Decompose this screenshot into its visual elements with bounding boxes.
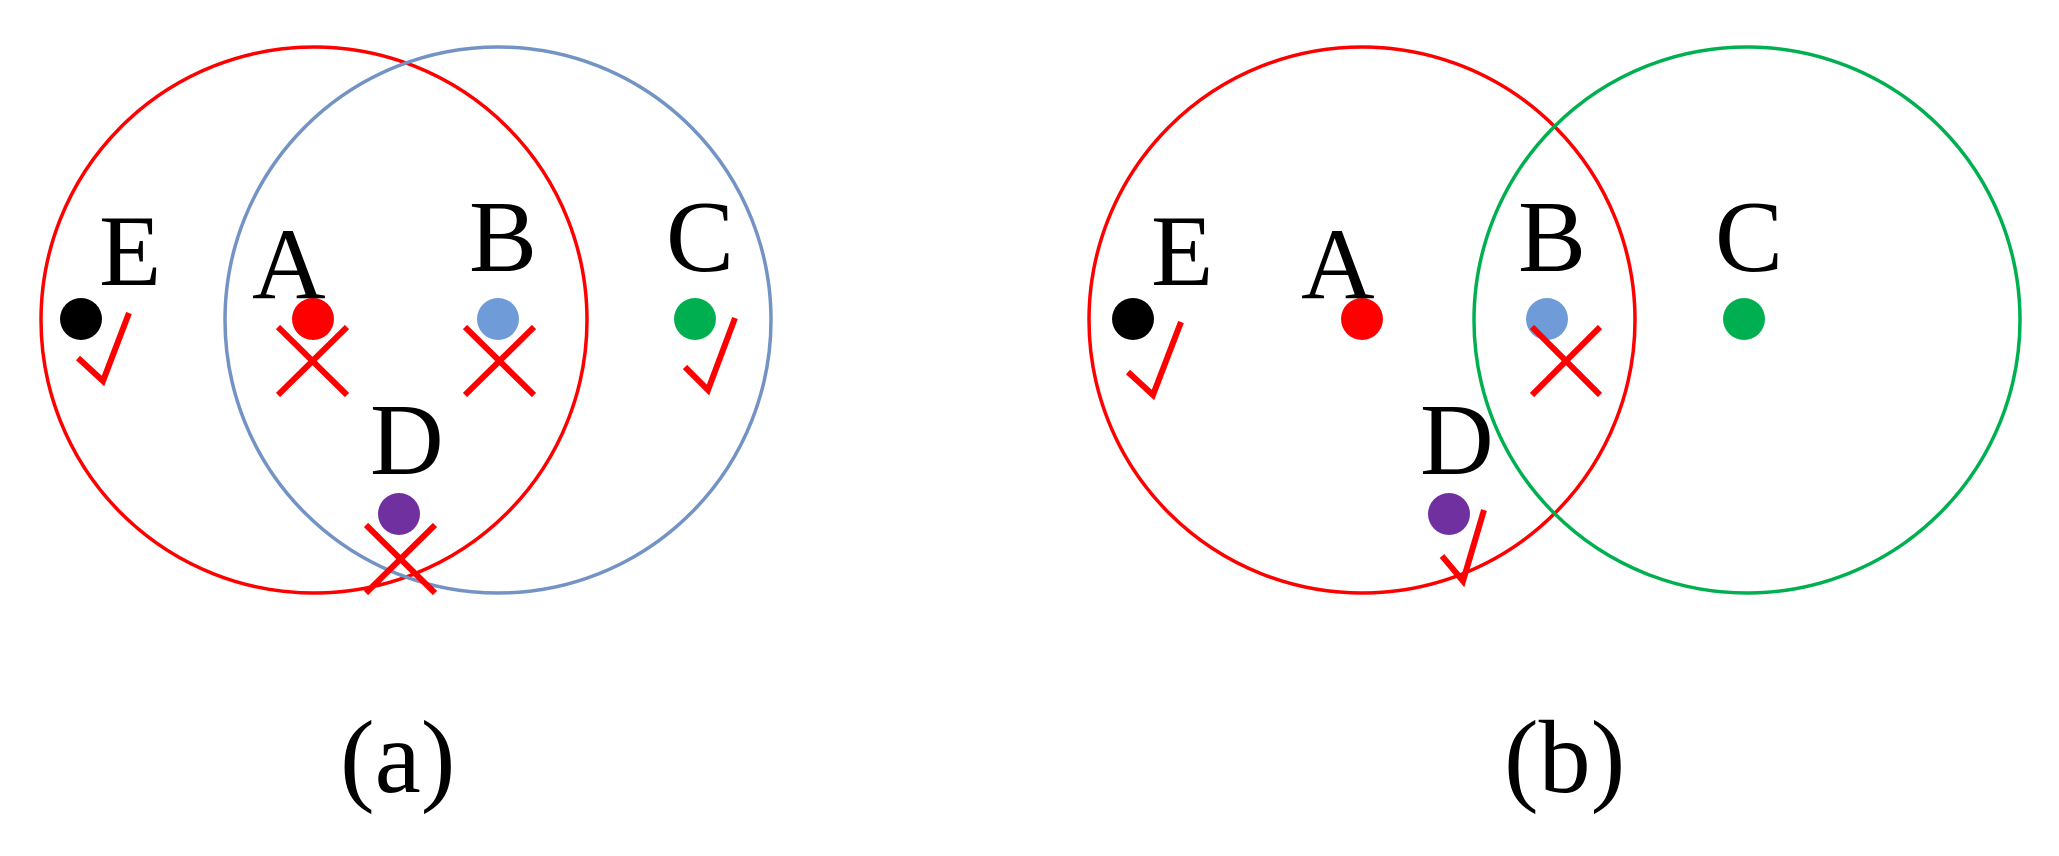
- panel-a-point-d: [378, 493, 420, 535]
- panel-a-cross-b: [462, 324, 537, 398]
- panel-a-check-e: [75, 311, 132, 387]
- panel-b-point-a: [1341, 298, 1383, 340]
- panel-b-label-d: D: [1420, 384, 1494, 497]
- panel-a-point-b: [477, 298, 519, 340]
- panel-a-label-a: A: [252, 208, 326, 321]
- panel-b-label-e: E: [1151, 195, 1213, 308]
- panel-a: E A B C D (a): [39, 45, 773, 815]
- panel-b-cross-b: [1529, 324, 1603, 398]
- panel-b-point-c: [1723, 298, 1765, 340]
- panel-a-circle-a: [39, 45, 589, 595]
- panel-b-point-d: [1428, 493, 1470, 535]
- panel-a-label-c: C: [666, 181, 734, 294]
- panel-b-check-e: [1125, 320, 1184, 401]
- panel-b-label-b: B: [1518, 181, 1586, 294]
- panel-a-cross-a: [275, 324, 350, 398]
- panel-b-circle-c: [1472, 45, 2022, 595]
- panel-a-label-b: B: [469, 181, 537, 294]
- panel-b-point-e: [1112, 298, 1154, 340]
- panel-a-label-e: E: [99, 195, 161, 308]
- panel-b-point-b: [1526, 298, 1568, 340]
- panel-b: E A B C D (b): [1087, 45, 2022, 815]
- panel-b-label-c: C: [1715, 181, 1783, 294]
- panel-a-point-a: [292, 298, 334, 340]
- panel-b-check-d: [1439, 509, 1487, 588]
- panel-b-caption: (b): [1504, 700, 1625, 815]
- panel-a-circle-b: [223, 45, 773, 595]
- panel-b-circle-a: [1087, 45, 1637, 595]
- panel-a-label-d: D: [370, 384, 444, 497]
- panel-a-point-e: [60, 298, 102, 340]
- panel-a-cross-d: [363, 522, 438, 596]
- panel-a-point-c: [674, 298, 716, 340]
- panel-a-caption: (a): [340, 700, 455, 815]
- panel-b-label-a: A: [1301, 208, 1375, 321]
- panel-a-check-c: [682, 316, 738, 396]
